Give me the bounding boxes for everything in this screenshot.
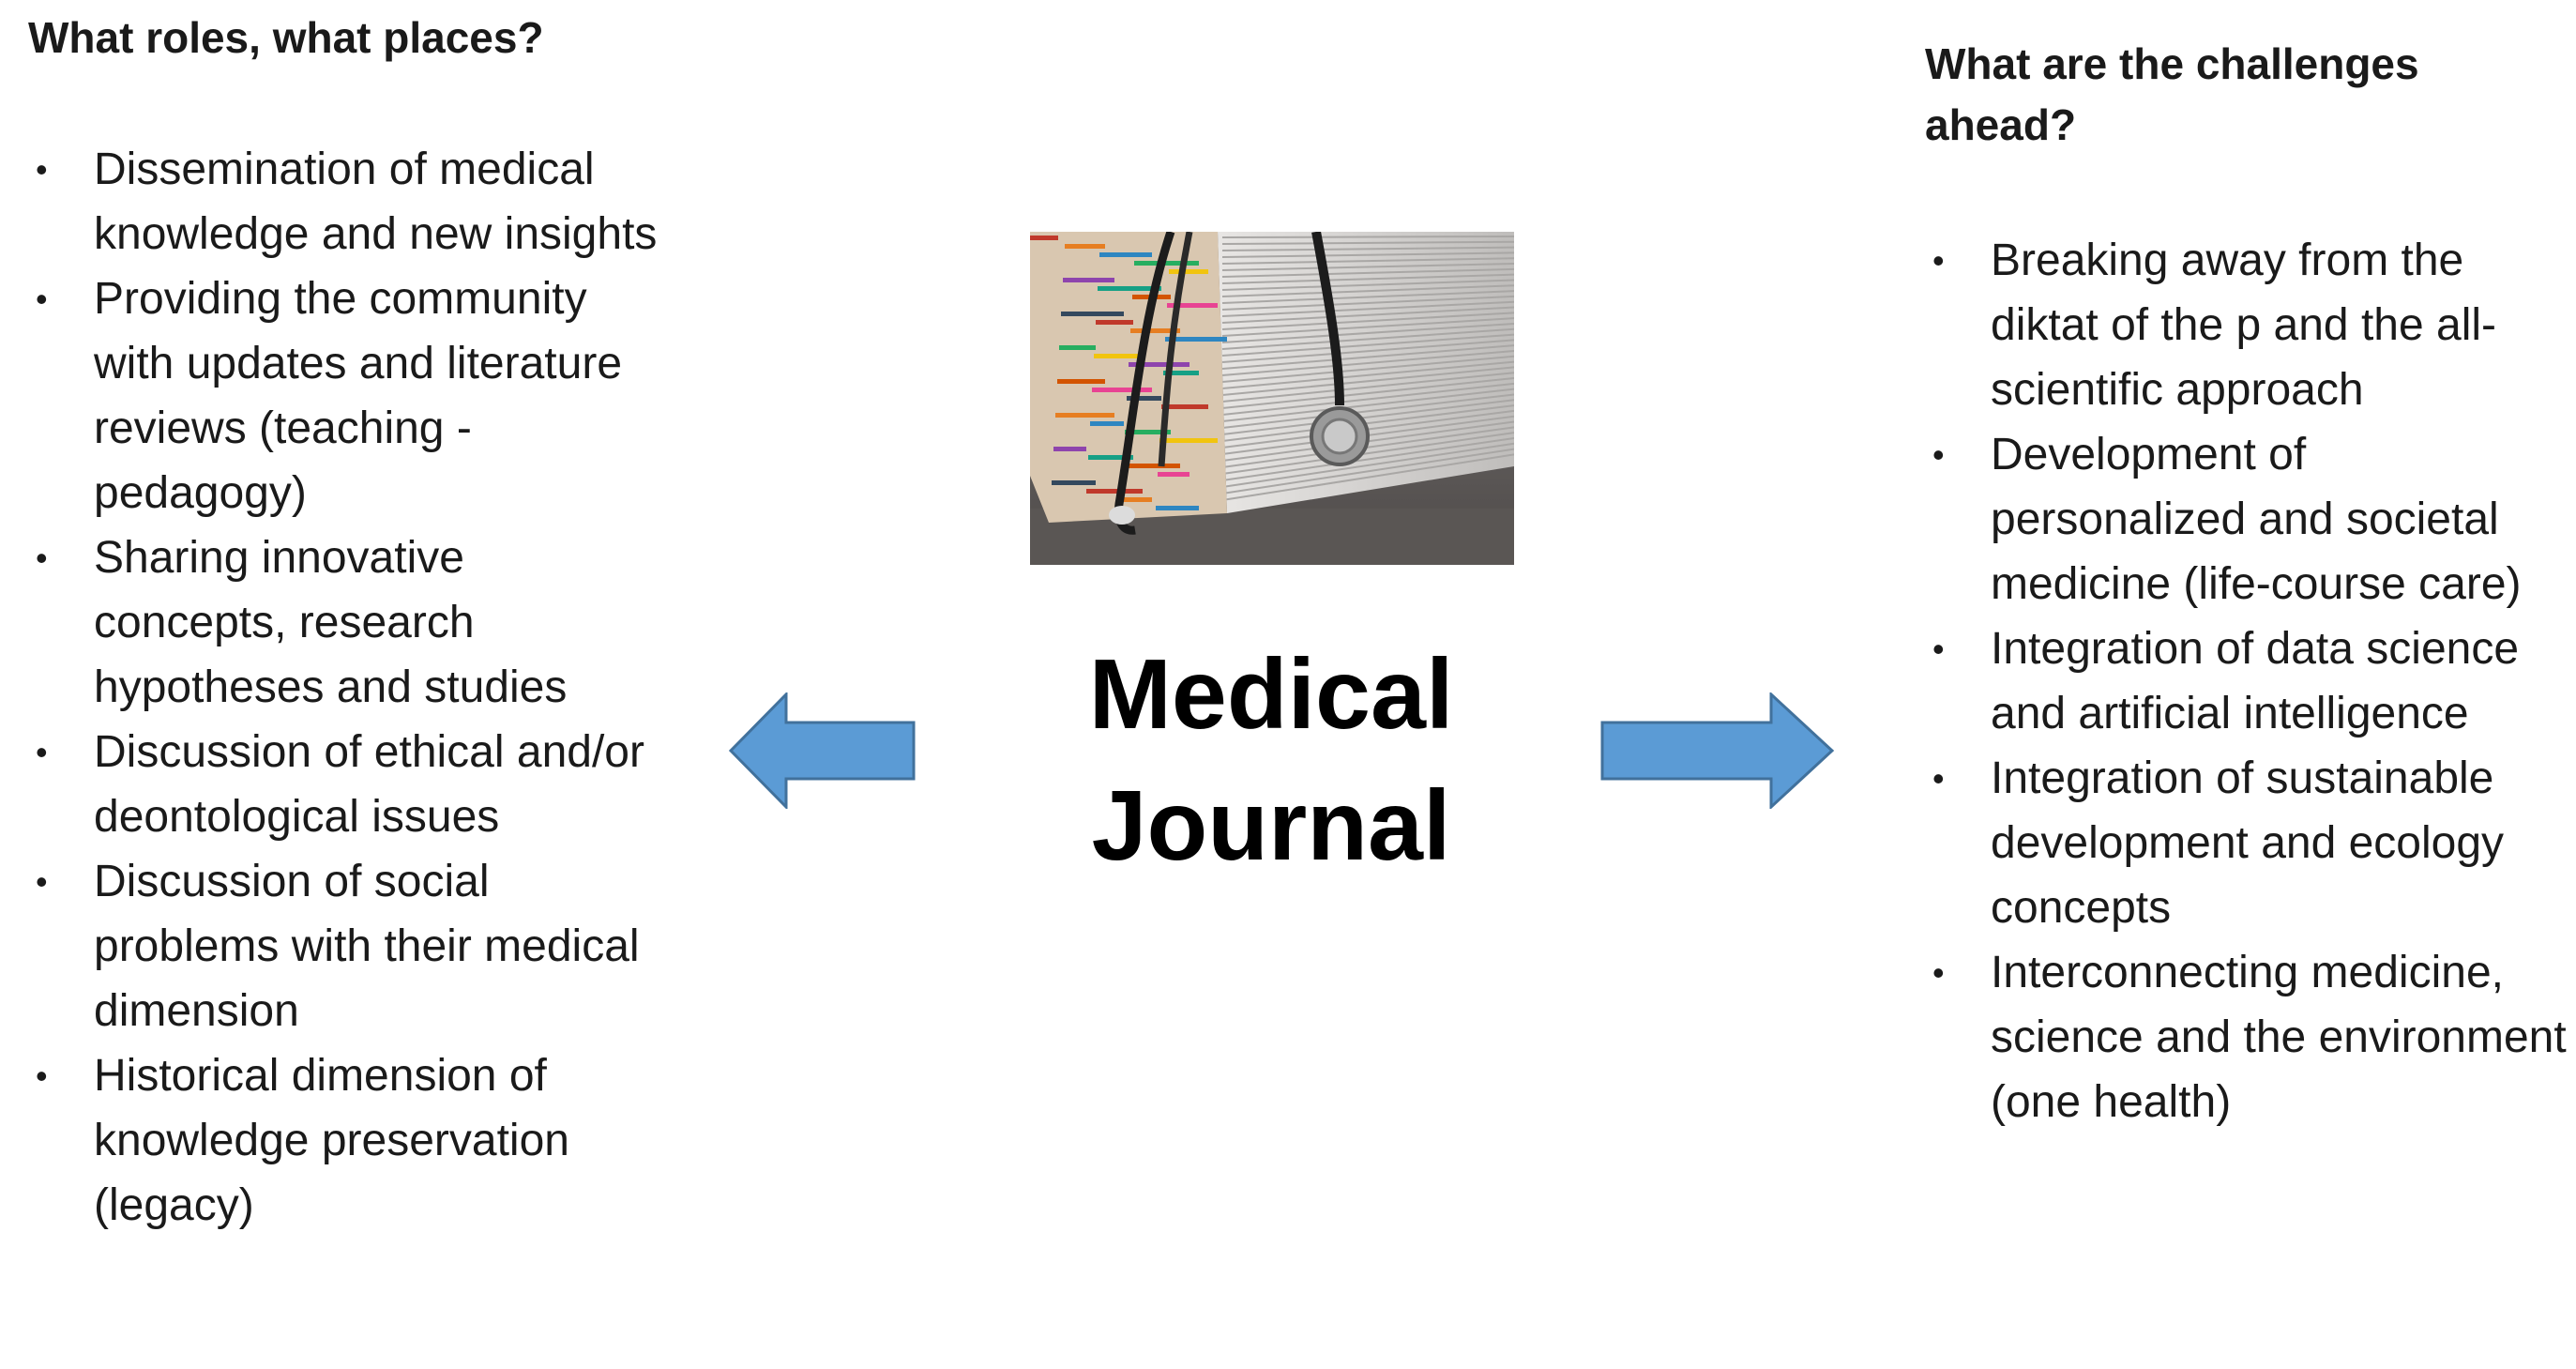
stack-of-journals-with-stethoscope-icon (1030, 232, 1514, 565)
list-item: • Discussion of ethical and/or deontologi… (28, 720, 666, 849)
list-item: • Interconnecting medicine, science and t… (1925, 940, 2572, 1134)
bullet-icon: • (36, 150, 48, 189)
bullet-icon: • (1932, 630, 1945, 668)
bullet-icon: • (1932, 241, 1945, 280)
list-item: • Providing the community with updates an… (28, 266, 666, 525)
list-item: • Integration of data science and artific… (1925, 616, 2572, 746)
bullet-icon: • (1932, 759, 1945, 798)
list-item-text: Interconnecting medicine, science and th… (1991, 948, 2567, 1127)
journal-stack-image (1030, 232, 1514, 565)
challenges-list: • Breaking away from the diktat of the p … (1925, 228, 2572, 1134)
bullet-icon: • (1932, 435, 1945, 474)
list-item-text: Dissemination of medical knowledge and n… (94, 145, 658, 259)
list-item: • Development of personalized and societa… (1925, 422, 2572, 616)
bullet-icon: • (36, 1057, 48, 1095)
list-item: • Dissemination of medical knowledge and … (28, 137, 666, 266)
list-item: • Breaking away from the diktat of the p … (1925, 228, 2572, 422)
bullet-icon: • (36, 280, 48, 318)
list-item: • Historical dimension of knowledge prese… (28, 1043, 666, 1238)
list-item: • Sharing innovative concepts, research h… (28, 525, 666, 720)
list-item-text: Providing the community with updates and… (94, 274, 623, 518)
list-item-text: Discussion of ethical and/or deontologic… (94, 727, 644, 842)
title-line-2: Journal (1091, 770, 1451, 881)
list-item: • Discussion of social problems with thei… (28, 849, 666, 1043)
list-item-text: Development of personalized and societal… (1991, 430, 2522, 609)
left-heading: What roles, what places? (28, 13, 544, 62)
list-item-text: Integration of data science and artifici… (1991, 624, 2520, 738)
list-item-text: Breaking away from the diktat of the p a… (1991, 236, 2497, 415)
left-arrow-icon (728, 692, 916, 809)
list-item-text: Integration of sustainable development a… (1991, 753, 2505, 933)
right-heading: What are the challenges ahead? (1925, 39, 2419, 150)
list-item-text: Sharing innovative concepts, research hy… (94, 533, 568, 712)
list-item-text: Discussion of social problems with their… (94, 857, 640, 1036)
bullet-icon: • (36, 733, 48, 771)
right-arrow-icon (1600, 692, 1835, 809)
list-item: • Integration of sustainable development … (1925, 746, 2572, 940)
bullet-icon: • (36, 539, 48, 577)
roles-list: • Dissemination of medical knowledge and … (28, 137, 666, 1238)
bullet-icon: • (36, 862, 48, 901)
title-line-1: Medical (1088, 639, 1454, 750)
center-title: Medical Journal (938, 629, 1604, 891)
bullet-icon: • (1932, 953, 1945, 992)
list-item-text: Historical dimension of knowledge preser… (94, 1051, 569, 1230)
